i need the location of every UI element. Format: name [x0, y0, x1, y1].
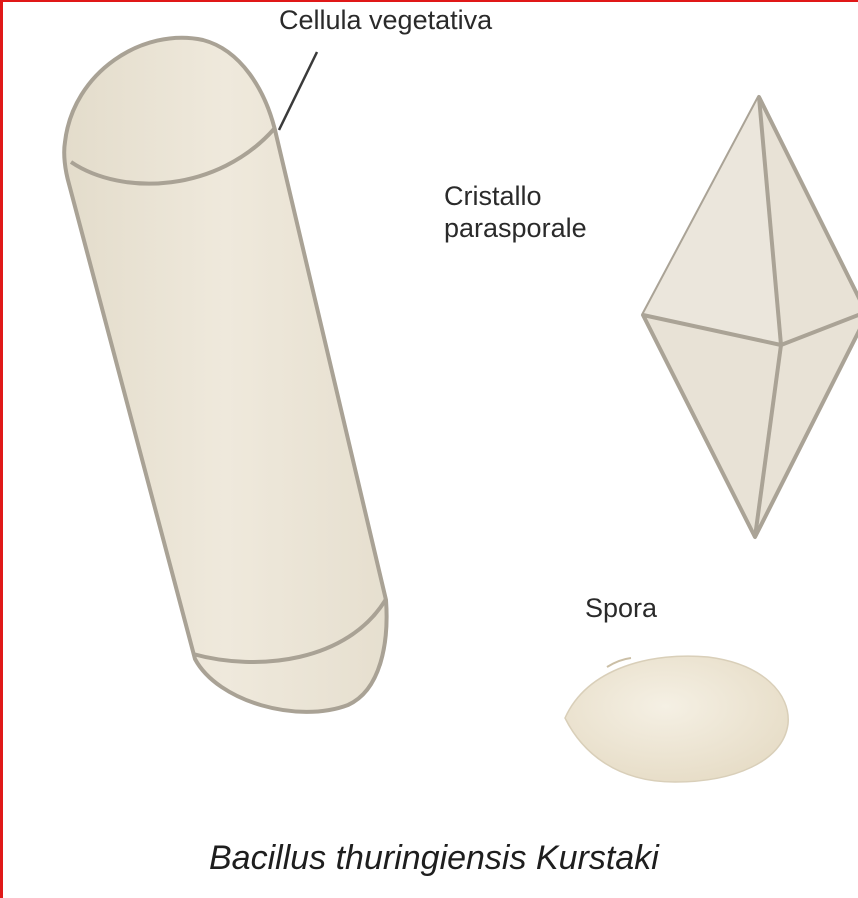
- parasporal-crystal: [643, 97, 858, 537]
- bacillus-illustration: [3, 2, 858, 898]
- spore-body: [565, 656, 788, 782]
- cell-leader-line: [279, 52, 317, 130]
- vegetative-cell-label: Cellula vegetativa: [279, 4, 492, 36]
- spore-label: Spora: [585, 592, 657, 624]
- vegetative-cell: [64, 38, 386, 712]
- figure-caption: Bacillus thuringiensis Kurstaki: [209, 838, 659, 878]
- spore: [565, 656, 788, 782]
- cell-body: [64, 38, 386, 712]
- crystal-label-line-2: parasporale: [444, 212, 674, 244]
- crystal-label-line-1: Cristallo: [444, 180, 674, 212]
- parasporal-crystal-label: Cristallo parasporale: [444, 180, 674, 244]
